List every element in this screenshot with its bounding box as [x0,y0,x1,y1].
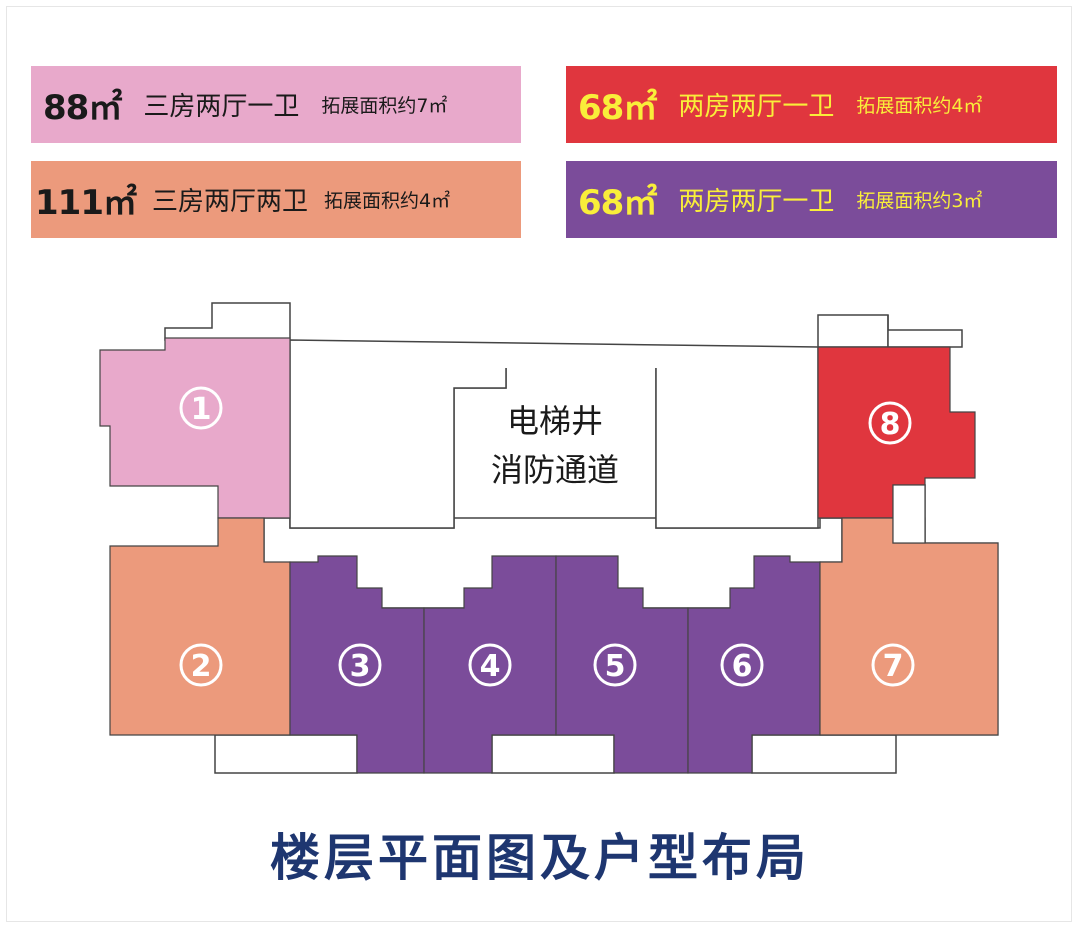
unit-3-number: 3 [350,649,371,684]
unit-4-number: 4 [480,649,501,684]
legend-68-two-bedroom-purple: 68㎡ 两房两厅一卫 拓展面积约3㎡ [566,161,1057,238]
core-label-line2: 消防通道 [491,451,619,489]
legend-area: 111㎡ [35,183,137,223]
image-frame [6,6,1072,922]
balcony-unit-1 [164,302,291,341]
unit-2-number: 2 [191,649,212,684]
balcony-unit-7 [751,734,897,774]
balcony-unit-2 [214,734,358,774]
legend-extension: 拓展面积约4㎡ [856,95,983,117]
unit-3-badge [338,643,382,687]
unit-8-badge [868,401,912,445]
unit-3-area [289,555,425,774]
legend-area: 68㎡ [578,88,657,128]
unit-2-badge [179,643,223,687]
legend-layout: 三房两厅两卫 [151,187,308,217]
legend-layout: 三房两厅一卫 [143,92,300,122]
plan-caption: 楼层平面图及户型布局 [270,828,810,887]
legend-layout: 两房两厅一卫 [678,92,835,122]
unit-7-body [819,517,999,736]
legend-area: 68㎡ [578,183,657,223]
unit-7-badge [871,643,915,687]
unit-1-number: 1 [191,392,212,427]
unit-5-badge [593,643,637,687]
core-label-line1: 电梯井 [507,402,603,440]
unit-1-badge [179,386,223,430]
legend-extension: 拓展面积约7㎡ [321,95,448,117]
balcony-unit-8-ext [887,315,963,348]
legend-111-three-bedroom: 111㎡ 三房两厅两卫 拓展面积约4㎡ [31,161,521,238]
unit-8-number: 8 [880,407,901,442]
unit-6-area [687,555,821,774]
legend-area: 88㎡ [43,88,122,128]
balcony-unit-4-5 [491,734,615,774]
legend-extension: 拓展面积约3㎡ [856,190,983,212]
unit-6-badge [720,643,764,687]
balcony-unit-8 [817,314,889,348]
legend-88-three-bedroom: 88㎡ 三房两厅一卫 拓展面积约7㎡ [31,66,521,143]
unit-7-number: 7 [883,649,904,684]
unit-6-number: 6 [732,649,753,684]
unit-4-badge [468,643,512,687]
unit-5-number: 5 [605,649,626,684]
legend-extension: 拓展面积约4㎡ [324,190,451,212]
light-well [892,484,926,544]
legend-layout: 两房两厅一卫 [678,187,835,217]
unit-2-area [109,517,291,736]
legend-68-two-bedroom-red: 68㎡ 两房两厅一卫 拓展面积约4㎡ [566,66,1057,143]
